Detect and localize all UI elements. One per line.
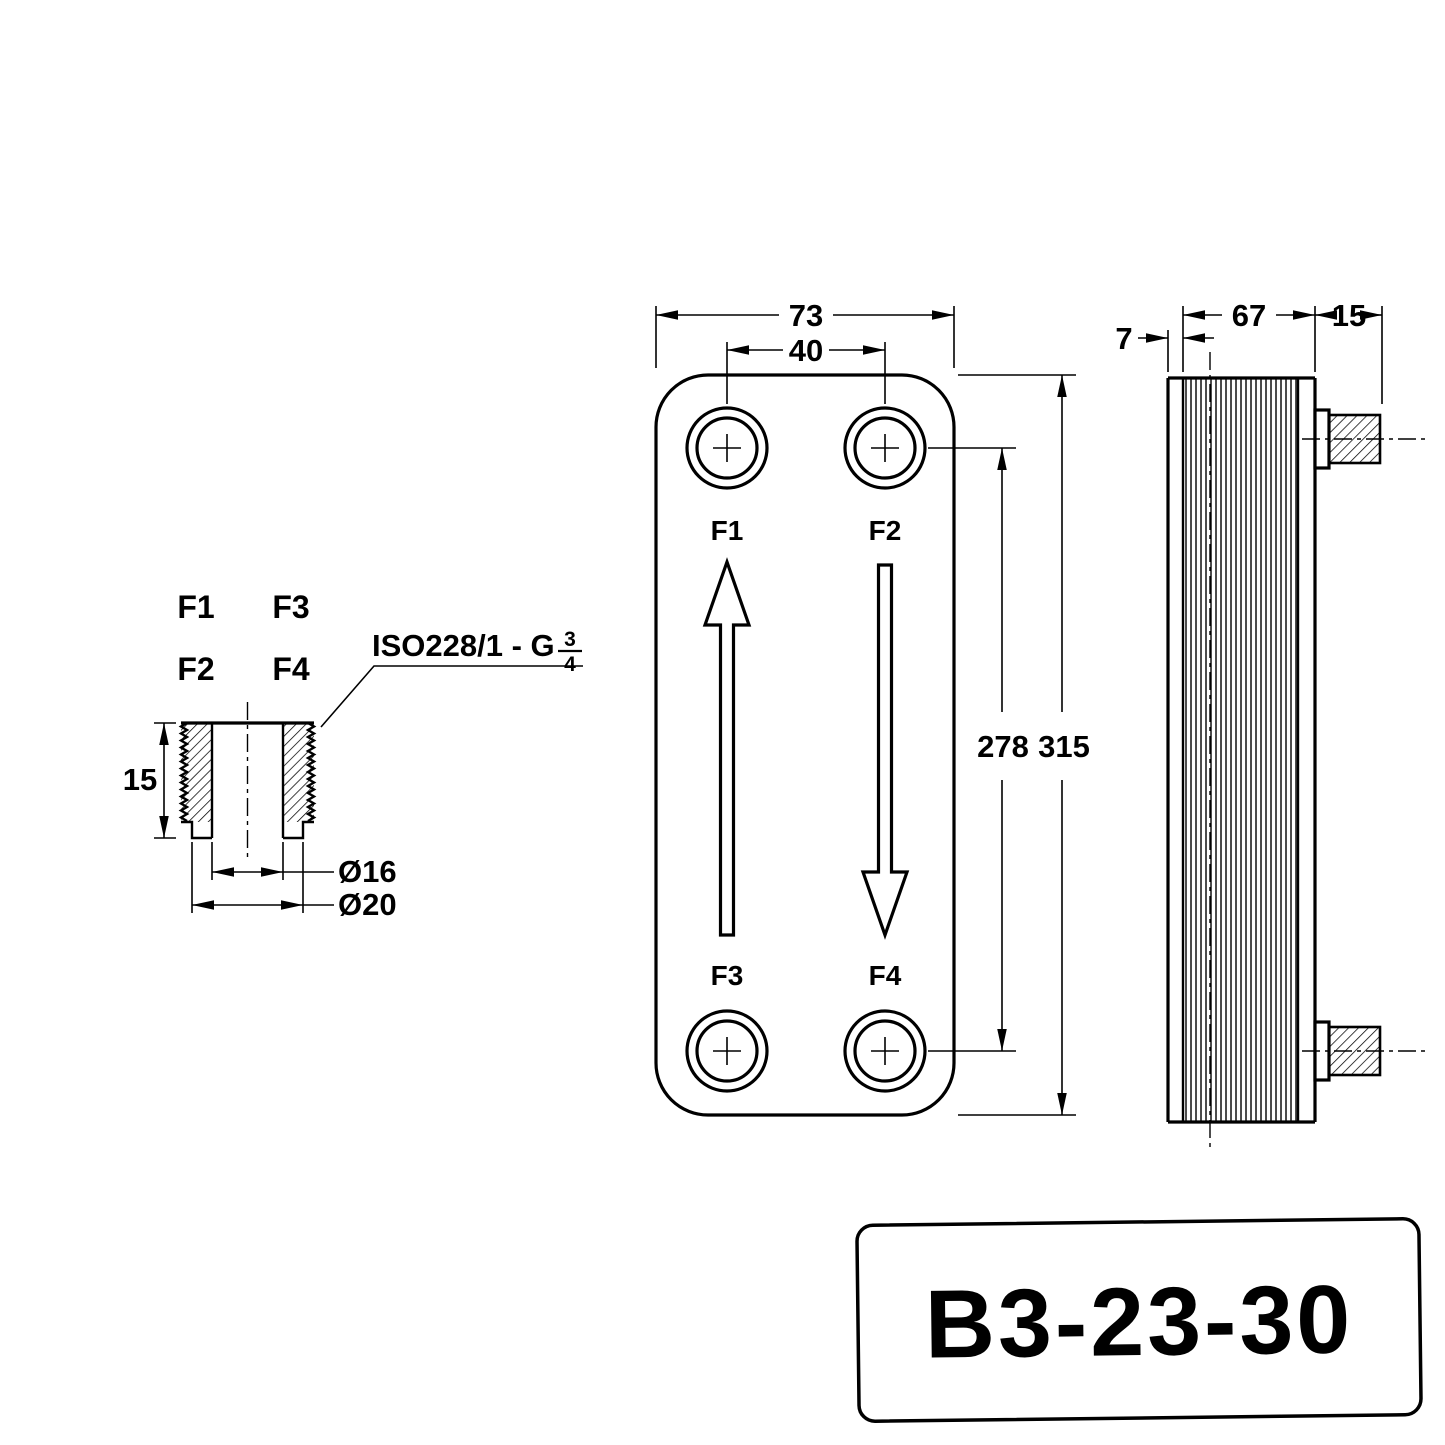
- side-nozzle-dim: 15: [1332, 298, 1366, 333]
- port-label-f2: F2: [869, 515, 902, 546]
- side-depth-dim: 67: [1232, 298, 1266, 333]
- fitting-bore-dim: Ø16: [338, 854, 397, 889]
- model-box-outline: [855, 1217, 1423, 1423]
- port-f4: [843, 1009, 927, 1093]
- fitting-right-thread-edge: [305, 721, 317, 823]
- port-label-f1: F1: [711, 515, 744, 546]
- side-cover-dim: 7: [1115, 321, 1132, 356]
- fitting-height-dim: 15: [123, 762, 157, 797]
- front-port-vspacing-dim: 278: [977, 729, 1029, 764]
- model-number: B3-23-30: [924, 1264, 1354, 1378]
- fitting-left-lip: [181, 820, 212, 840]
- front-port-spacing-dim: 40: [789, 333, 823, 368]
- fitting-label-f2: F2: [177, 651, 214, 687]
- flow-arrow-up: [702, 557, 752, 937]
- thread-fraction-denominator: 4: [564, 653, 576, 676]
- fitting-left-thread-edge: [178, 721, 190, 823]
- front-view: F1 F2 F3 F4 73 40 278 315: [654, 298, 1090, 1117]
- port-label-f3: F3: [711, 960, 744, 991]
- plate-outline: [654, 373, 956, 1117]
- thread-spec-label: ISO228/1 - G: [372, 628, 555, 663]
- model-label-box: B3-23-30: [855, 1217, 1423, 1423]
- flow-arrow-down: [860, 563, 910, 940]
- port-f1: [685, 406, 769, 490]
- fitting-detail-view: F1 F3 F2 F4 ISO228/1 - G 3 4 15 Ø1: [123, 589, 583, 922]
- front-width-dim: 73: [789, 298, 823, 333]
- top-nozzle: [1302, 408, 1430, 470]
- plate-pack-stripes: [1185, 379, 1297, 1121]
- thread-fraction-numerator: 3: [564, 628, 576, 651]
- front-height-dim: 315: [1038, 729, 1090, 764]
- bottom-nozzle: [1302, 1020, 1430, 1082]
- thread-leader-line: [320, 665, 583, 728]
- fitting-outer-dim: Ø20: [338, 887, 397, 922]
- fitting-label-f1: F1: [177, 589, 214, 625]
- port-label-f4: F4: [869, 960, 902, 991]
- fitting-right-lip: [283, 820, 314, 840]
- port-f2: [843, 406, 927, 490]
- fitting-label-f3: F3: [272, 589, 309, 625]
- fitting-label-f4: F4: [272, 651, 310, 687]
- port-f3: [685, 1009, 769, 1093]
- side-view: 7 67 15: [1115, 298, 1430, 1148]
